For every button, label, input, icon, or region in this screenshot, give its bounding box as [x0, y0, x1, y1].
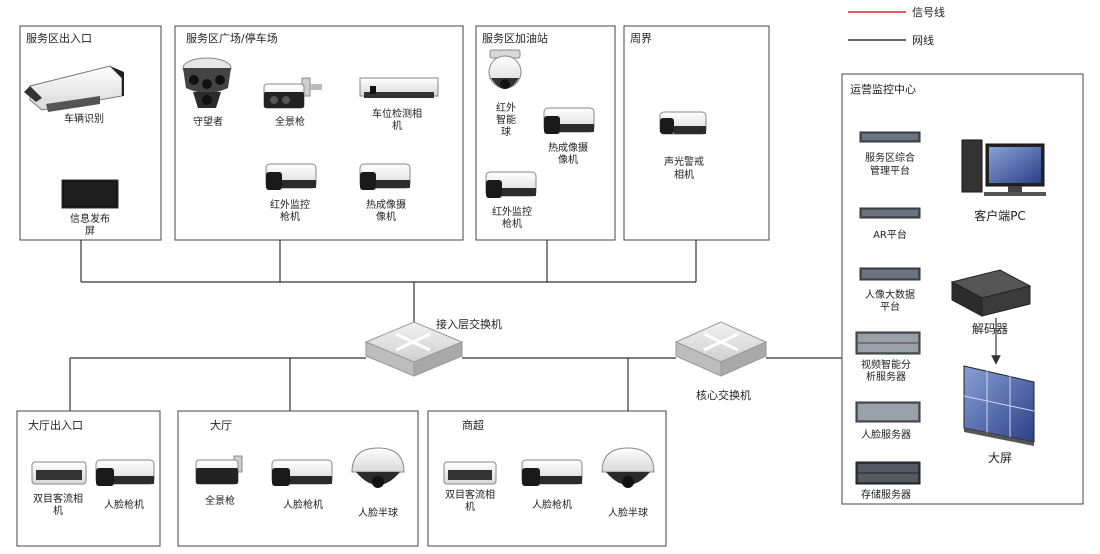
parking-camera-label-1: 车位检测相 — [372, 107, 422, 120]
vehicle-recognition-camera — [24, 65, 124, 112]
plaza-ir-gun-camera-icon — [265, 163, 317, 190]
watcher-label: 守望者 — [193, 115, 223, 128]
zone-hall-title: 大厅 — [210, 418, 232, 432]
legend: 信号线 网线 — [848, 5, 945, 47]
zone-gas-title: 服务区加油站 — [482, 31, 548, 45]
network-line-label: 网线 — [912, 33, 934, 47]
mgmt-platform-label-2: 管理平台 — [870, 164, 910, 177]
hall-entrance-binocular-label-1: 双目客流相 — [33, 492, 83, 505]
face-bigdata-label-2: 平台 — [880, 300, 900, 313]
ar-platform-label: AR平台 — [873, 228, 907, 241]
zone-plaza-title: 服务区广场/停车场 — [186, 31, 278, 45]
ar-platform-server-icon — [859, 207, 921, 219]
market-face-dome-icon — [601, 447, 655, 488]
client-pc-icon — [961, 139, 1046, 196]
decoder-label: 解码器 — [972, 322, 1008, 336]
video-analysis-label-1: 视频智能分 — [861, 358, 911, 371]
face-bigdata-label-1: 人像大数据 — [865, 288, 915, 301]
client-pc-label: 客户端PC — [974, 208, 1026, 223]
gas-ir-gun-label-2: 枪机 — [502, 217, 522, 230]
parking-detection-camera-icon — [359, 77, 439, 98]
face-server-label: 人脸服务器 — [861, 428, 911, 441]
panorama-gun-icon — [263, 77, 322, 109]
market-face-dome-label: 人脸半球 — [608, 506, 648, 519]
hall-entrance-face-gun-label: 人脸枪机 — [104, 498, 144, 511]
access-switch-label: 接入层交换机 — [436, 317, 502, 331]
mgmt-platform-label-1: 服务区综合 — [865, 151, 915, 164]
plaza-thermal-camera-icon — [359, 163, 411, 190]
market-binocular-label-2: 机 — [465, 500, 475, 513]
info-screen-label-1: 信息发布 — [70, 212, 110, 225]
gas-thermal-label-1: 热成像摄 — [548, 141, 588, 154]
panorama-gun-label: 全景枪 — [275, 115, 305, 128]
access-switch-icon — [364, 321, 464, 377]
alarm-camera-label-1: 声光警戒 — [664, 155, 704, 168]
zone-perimeter-title: 周界 — [630, 32, 652, 45]
hall-entrance-binocular-camera-icon — [31, 461, 87, 485]
market-binocular-camera-icon — [443, 461, 497, 485]
gas-thermal-label-2: 像机 — [558, 153, 578, 166]
market-face-gun-icon — [521, 459, 583, 486]
zone-supermarket-title: 商超 — [462, 418, 484, 432]
info-screen-label-2: 屏 — [85, 225, 95, 237]
plaza-ir-gun-label-2: 枪机 — [280, 210, 300, 223]
gas-ir-gun-label-1: 红外监控 — [492, 205, 532, 218]
watcher-multi-sensor-camera-icon — [182, 57, 232, 108]
top-wires — [80, 240, 697, 335]
zone-control-title: 运营监控中心 — [850, 82, 916, 96]
storage-server-label: 存储服务器 — [861, 488, 911, 501]
hall-face-dome-label: 人脸半球 — [358, 506, 398, 519]
market-face-gun-label: 人脸枪机 — [532, 498, 572, 511]
audible-alarm-camera-icon — [659, 111, 707, 135]
market-binocular-label-1: 双目客流相 — [445, 488, 495, 501]
core-switch-icon — [674, 321, 768, 377]
gas-ir-gun-camera-icon — [485, 171, 537, 198]
hall-entrance-face-gun-icon — [95, 459, 155, 486]
video-wall-icon — [963, 365, 1035, 446]
hall-panorama-gun-label: 全景枪 — [205, 494, 235, 507]
plaza-thermal-label-1: 热成像摄 — [366, 198, 406, 211]
vehicle-recognition-label: 车辆识别 — [64, 112, 104, 125]
decoder-icon — [950, 269, 1032, 317]
zone-plaza — [174, 25, 464, 241]
ir-dome-label-2: 智能 — [496, 113, 516, 126]
face-bigdata-server-icon — [859, 267, 921, 281]
zone-hall-entrance-title: 大厅出入口 — [28, 418, 83, 432]
core-switch-label: 核心交换机 — [696, 388, 751, 402]
info-screen-icon — [61, 179, 119, 209]
ir-dome-label-3: 球 — [501, 125, 511, 138]
ir-smart-dome-camera-icon — [488, 49, 522, 89]
big-screen-label: 大屏 — [988, 451, 1012, 465]
video-analysis-label-2: 析服务器 — [866, 370, 906, 383]
plaza-ir-gun-label-1: 红外监控 — [270, 198, 310, 211]
mgmt-platform-server-icon — [859, 131, 921, 143]
video-analysis-server-icon — [855, 331, 921, 355]
alarm-camera-label-2: 相机 — [674, 168, 694, 181]
gas-thermal-camera-icon — [543, 107, 595, 134]
ir-dome-label-1: 红外 — [496, 101, 516, 114]
zone-entrance-title: 服务区出入口 — [26, 31, 92, 45]
hall-face-dome-icon — [351, 447, 405, 488]
hall-entrance-binocular-label-2: 机 — [53, 504, 63, 517]
storage-server-icon — [855, 461, 921, 485]
bottom-wires — [69, 357, 842, 411]
hall-panorama-gun-icon — [195, 455, 243, 485]
hall-face-gun-label: 人脸枪机 — [283, 498, 323, 511]
parking-camera-label-2: 机 — [392, 119, 402, 132]
plaza-thermal-label-2: 像机 — [376, 210, 396, 223]
hall-face-gun-icon — [271, 459, 333, 486]
face-server-icon — [855, 401, 921, 423]
signal-line-label: 信号线 — [912, 5, 945, 19]
